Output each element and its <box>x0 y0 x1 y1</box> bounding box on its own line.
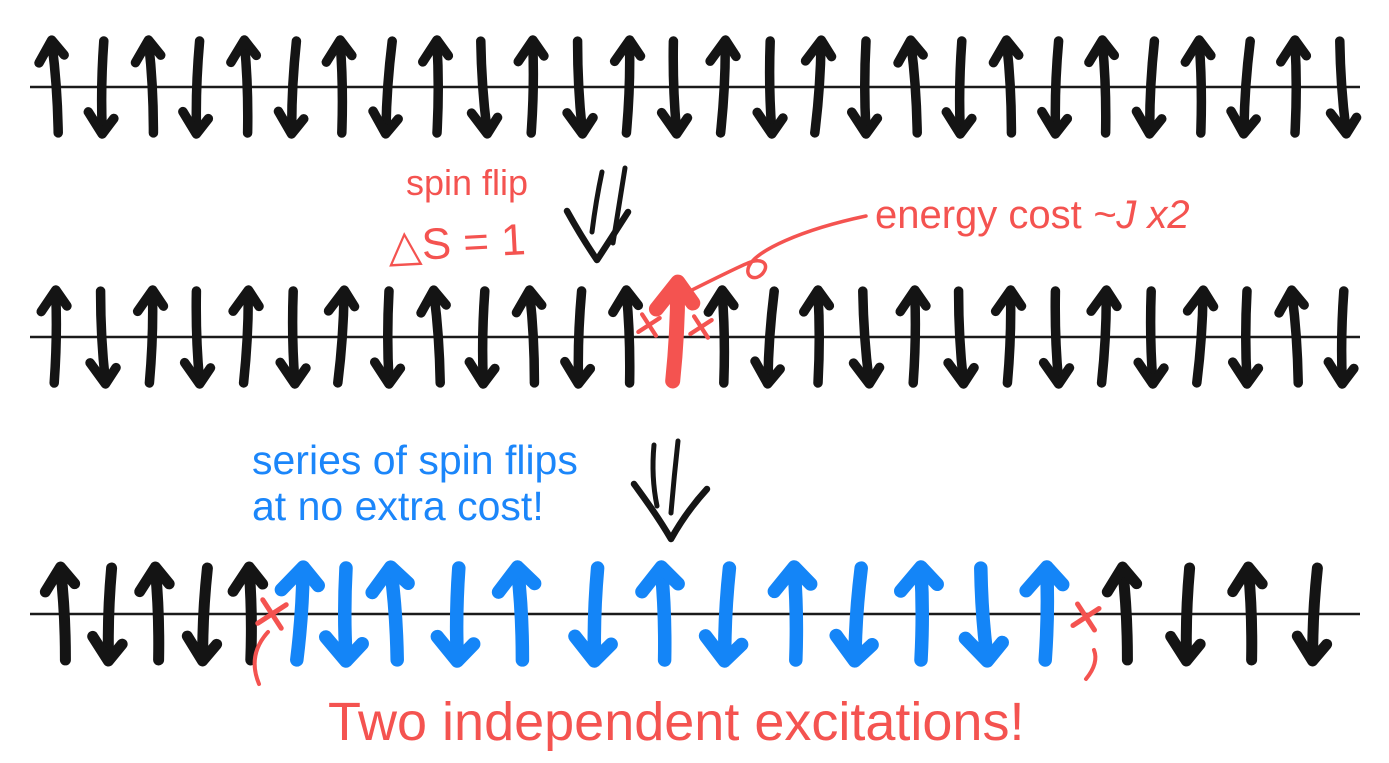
spin-arrow-down-black <box>1325 36 1362 139</box>
bond-hook-left <box>252 630 270 686</box>
spin-arrow-up-black <box>132 285 169 388</box>
spin-arrow-up-black <box>513 35 549 138</box>
flow-down-arrow-icon <box>563 165 632 264</box>
spin-arrow-down-blue <box>319 561 369 668</box>
spin-arrow-down-black <box>368 36 403 139</box>
broken-bond-x-icon <box>688 314 714 340</box>
spin-arrow-down-black <box>1133 286 1169 389</box>
spin-arrow-down-black <box>370 286 406 389</box>
flow-down-arrow-icon <box>630 438 711 543</box>
delta-s-label: △S = 1 <box>387 215 527 271</box>
spin-arrow-down-blue <box>430 561 481 668</box>
spin-arrow-down-black <box>466 36 503 139</box>
spin-arrow-up-blue <box>1019 560 1070 667</box>
spin-arrow-up-black <box>39 561 81 666</box>
spin-arrow-up-black <box>703 285 739 388</box>
spin-arrow-down-blue <box>568 561 618 668</box>
spin-arrow-up-blue <box>767 560 818 667</box>
spin-arrow-up-black <box>608 285 644 388</box>
spin-arrow-up-black <box>1276 35 1312 138</box>
spin-arrow-up-black <box>1101 561 1143 666</box>
spin-arrow-down-black <box>1228 286 1264 389</box>
series-of-flips-label-line2: at no extra cost! <box>252 483 544 529</box>
bond-hook-right <box>1084 648 1098 681</box>
spin-arrow-up-black <box>321 35 357 138</box>
spin-arrow-up-blue <box>491 560 542 667</box>
spin-arrow-down-black <box>750 286 785 389</box>
spin-arrow-down-black <box>847 36 883 139</box>
spin-arrow-up-black <box>1180 35 1216 138</box>
spin-arrow-up-black <box>609 35 646 138</box>
spin-arrow-down-black <box>1226 36 1261 139</box>
spin-arrow-up-black <box>895 285 931 388</box>
spin-arrow-up-black <box>1274 285 1309 388</box>
chain-single-spin-flip <box>30 274 1360 389</box>
spin-arrow-down-black <box>848 286 885 389</box>
spin-arrow-down-black <box>1037 36 1073 139</box>
two-excitations-label: Two independent excitations! <box>328 692 1024 752</box>
spin-arrow-down-black <box>941 36 977 139</box>
spin-arrow-up-red <box>648 274 701 389</box>
spin-arrow-up-black <box>323 285 360 388</box>
spin-arrow-up-black <box>800 35 837 138</box>
spin-arrow-down-black <box>179 286 216 389</box>
spin-arrow-up-black <box>1084 35 1120 138</box>
broken-bond-x-icon <box>1070 601 1102 633</box>
spin-arrow-up-black <box>1086 285 1122 388</box>
spin-arrow-down-black <box>87 562 128 667</box>
spin-arrow-down-blue <box>698 561 749 668</box>
spin-arrow-up-black <box>34 35 69 138</box>
spin-arrow-up-black <box>705 35 741 138</box>
spin-arrow-up-black <box>418 35 454 138</box>
spin-arrow-down-black <box>752 36 788 139</box>
spin-arrow-up-blue <box>635 560 685 667</box>
series-of-flips-label-line1: series of spin flips <box>252 437 578 483</box>
spin-arrow-down-black <box>1323 286 1359 389</box>
spin-arrow-down-black <box>181 562 223 667</box>
spin-arrow-down-black <box>178 36 214 139</box>
spin-arrow-up-black <box>799 285 835 388</box>
spin-arrow-up-blue <box>894 560 944 667</box>
spin-arrow-up-black <box>1227 561 1268 666</box>
spin-arrow-down-black <box>1038 286 1075 389</box>
energy-cost-connector-curve <box>688 214 868 293</box>
spin-arrow-down-black <box>562 36 598 139</box>
spin-arrow-up-blue <box>274 560 325 667</box>
spin-arrow-up-black <box>990 285 1027 388</box>
spin-arrow-down-black <box>560 286 596 389</box>
spin-arrow-up-black <box>988 35 1024 138</box>
spin-arrow-down-black <box>273 36 309 139</box>
broken-bond-x-icon <box>636 312 662 338</box>
chain-two-domain-walls <box>30 560 1360 668</box>
spin-arrow-down-black <box>1131 36 1167 139</box>
spin-arrow-down-blue <box>958 561 1009 668</box>
spin-flip-label: spin flip <box>406 162 528 203</box>
spin-arrow-up-black <box>134 561 175 666</box>
spin-arrow-down-black <box>85 286 121 389</box>
spin-arrow-up-black <box>228 285 264 388</box>
spin-arrow-down-black <box>1291 562 1333 667</box>
spin-arrow-up-black <box>511 285 547 388</box>
spin-arrow-up-black <box>893 35 928 138</box>
spin-arrow-down-black <box>83 36 119 139</box>
energy-cost-text: energy cost <box>875 193 1093 237</box>
energy-cost-label: energy cost ~J x2 <box>875 193 1190 237</box>
spin-arrow-up-black <box>1182 285 1219 388</box>
broken-bond-x-icon <box>255 597 289 631</box>
spin-arrow-down-blue <box>829 561 879 668</box>
spin-arrow-up-black <box>130 35 166 138</box>
spin-arrow-down-black <box>943 286 979 389</box>
spin-arrow-down-black <box>464 286 500 389</box>
spin-arrow-up-black <box>226 35 262 138</box>
spin-arrow-up-black <box>227 561 269 666</box>
spin-arrow-up-black <box>36 285 72 388</box>
energy-cost-math: ~J x2 <box>1093 193 1190 237</box>
spin-arrow-down-black <box>275 286 311 389</box>
chain-ground-state <box>30 35 1362 139</box>
spin-arrow-down-black <box>656 36 693 139</box>
spin-arrow-up-black <box>416 285 451 388</box>
spin-arrow-up-blue <box>365 560 415 667</box>
spin-arrow-down-black <box>1165 562 1206 667</box>
